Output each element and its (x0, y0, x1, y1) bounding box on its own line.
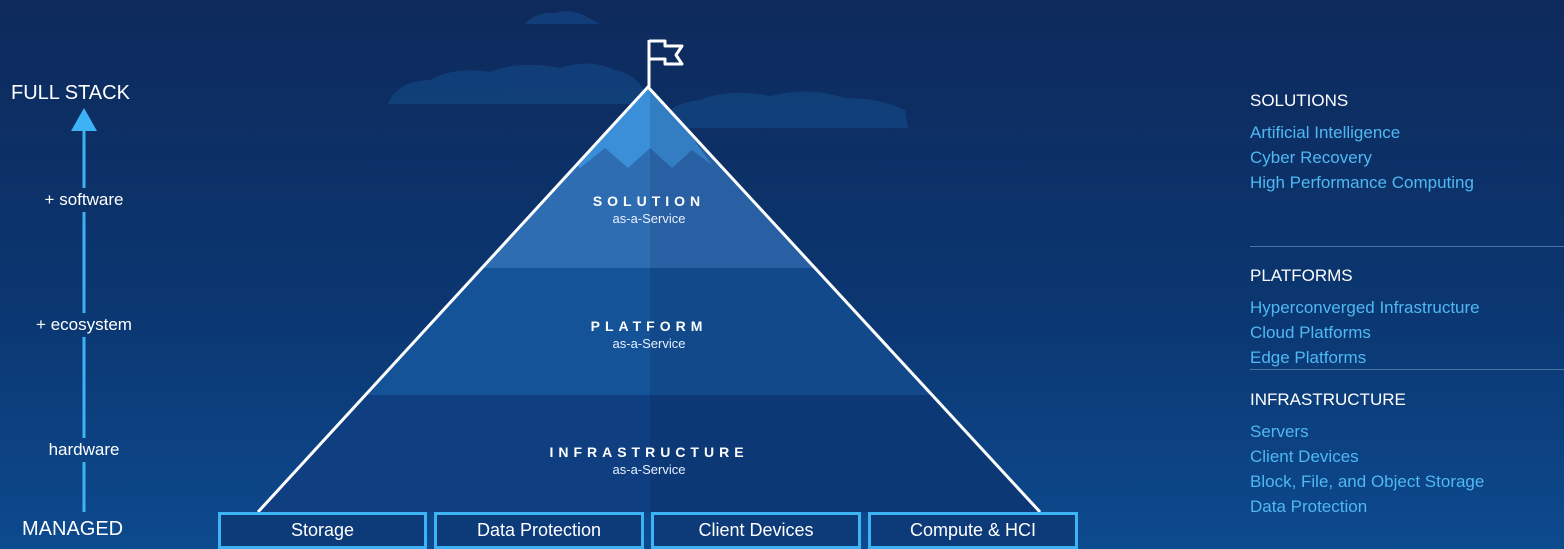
axis-step-ecosystem: + ecosystem (36, 315, 132, 334)
tier-subtitle: as-a-Service (612, 462, 686, 477)
category-infrastructure: INFRASTRUCTURE Servers Client Devices Bl… (1250, 390, 1564, 519)
clouds (388, 11, 908, 128)
category-link[interactable]: Block, File, and Object Storage (1250, 472, 1485, 491)
category-link[interactable]: Edge Platforms (1250, 348, 1367, 367)
tier-title: PLATFORM (590, 318, 708, 334)
axis-step-software: + software (44, 190, 124, 209)
category-link[interactable]: Hyperconverged Infrastructure (1250, 298, 1480, 317)
service-box-data-protection[interactable]: Data Protection (434, 512, 644, 549)
tier-subtitle: as-a-Service (612, 336, 686, 351)
category-platforms: PLATFORMS Hyperconverged Infrastructure … (1250, 266, 1564, 370)
category-heading: PLATFORMS (1250, 266, 1353, 285)
category-link[interactable]: Cyber Recovery (1250, 148, 1372, 167)
tier-solution: SOLUTION as-a-Service (449, 193, 849, 226)
tier-subtitle: as-a-Service (612, 211, 686, 226)
axis-top-label: FULL STACK (11, 82, 130, 104)
category-link[interactable]: Servers (1250, 422, 1309, 441)
tier-infrastructure: INFRASTRUCTURE as-a-Service (449, 444, 849, 477)
category-heading: SOLUTIONS (1250, 91, 1349, 110)
category-link[interactable]: Artificial Intelligence (1250, 123, 1401, 142)
tier-band-infrastructure (258, 395, 1040, 512)
service-box-storage[interactable]: Storage (218, 512, 427, 549)
service-box-compute-hci[interactable]: Compute & HCI (868, 512, 1078, 549)
axis-bottom-label: MANAGED (22, 518, 124, 540)
category-link[interactable]: Cloud Platforms (1250, 323, 1371, 342)
service-box-client-devices[interactable]: Client Devices (651, 512, 861, 549)
arrow-up-icon (71, 108, 97, 512)
category-link[interactable]: High Performance Computing (1250, 173, 1474, 192)
divider (1250, 369, 1564, 370)
tier-title: SOLUTION (592, 193, 706, 209)
tier-title: INFRASTRUCTURE (549, 444, 749, 460)
flag-icon (647, 39, 684, 87)
tier-platform: PLATFORM as-a-Service (449, 318, 849, 351)
category-solutions: SOLUTIONS Artificial Intelligence Cyber … (1250, 91, 1564, 195)
axis-step-hardware: hardware (48, 440, 120, 459)
divider (1250, 246, 1564, 247)
category-link[interactable]: Client Devices (1250, 447, 1359, 466)
category-link[interactable]: Data Protection (1250, 497, 1368, 516)
category-heading: INFRASTRUCTURE (1250, 390, 1406, 409)
